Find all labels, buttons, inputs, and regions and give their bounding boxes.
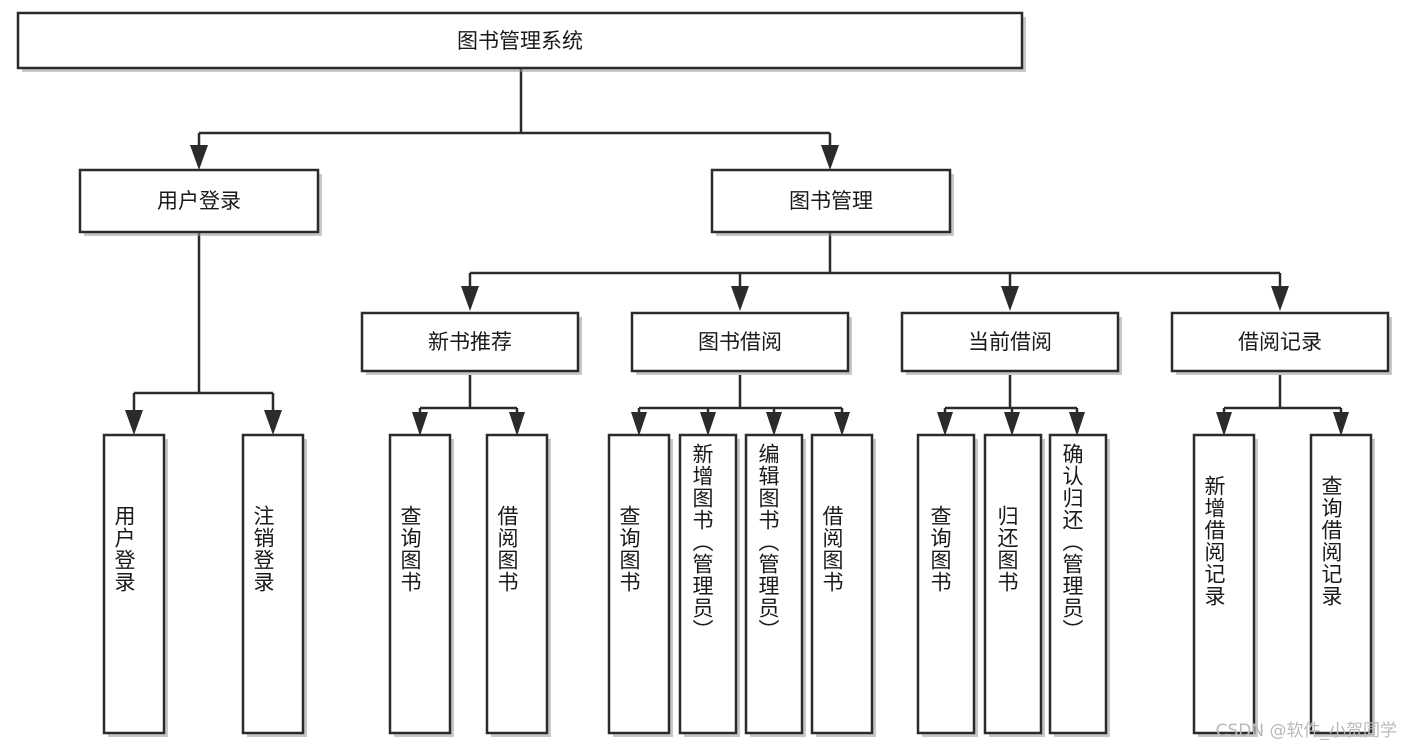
node-box-leaf-edit-book[interactable] [744,433,804,735]
node-box-leaf-query-book-1[interactable] [388,433,452,735]
label-leaf-return-book: 归还图书 [995,505,1020,593]
node-box-new-book-recommend[interactable] [360,311,580,373]
arrow-leaf-logout [264,410,282,435]
label-leaf-query-book-3: 查询图书 [928,505,953,593]
arrow-leaf-confirm-return [1069,412,1085,436]
label-leaf-add-book: 新增图书（管理员） [690,443,715,641]
arrow-leaf-borrow-book-2 [834,412,850,436]
node-box-leaf-query-book-2[interactable] [607,433,671,735]
label-book-manage: 图书管理 [789,189,873,213]
label-leaf-query-book-2: 查询图书 [617,505,642,593]
label-borrow-record: 借阅记录 [1238,330,1322,354]
label-leaf-logout: 注销登录 [251,505,276,593]
arrow-heads [125,145,1349,436]
label-root: 图书管理系统 [457,29,583,53]
arrow-book-manage [821,145,839,170]
arrow-leaf-edit-book [766,412,782,436]
label-leaf-confirm-return: 确认归还（管理员） [1060,443,1085,641]
node-box-leaf-return-book[interactable] [983,433,1043,735]
arrow-leaf-query-book-3 [937,412,953,436]
node-box-user-login[interactable] [78,168,320,234]
node-box-leaf-query-book-3[interactable] [916,433,976,735]
node-box-current-borrow[interactable] [900,311,1120,373]
label-leaf-user-login: 用户登录 [112,505,137,593]
arrow-book-borrow [731,286,749,311]
label-leaf-query-book-1: 查询图书 [398,505,423,593]
node-box-book-borrow[interactable] [630,311,850,373]
node-boxes [16,11,1392,737]
arrow-leaf-query-book-2 [631,412,647,436]
label-new-book-recommend: 新书推荐 [428,330,512,354]
arrow-current-borrow [1001,286,1019,311]
node-box-leaf-borrow-book-2[interactable] [810,433,874,735]
node-box-leaf-borrow-book-1[interactable] [485,433,549,735]
watermark-text: CSDN @软件_小贺同学 [1215,721,1397,741]
node-box-leaf-query-record[interactable] [1309,433,1373,735]
arrow-leaf-add-record [1216,412,1232,436]
arrow-leaf-return-book [1004,412,1020,436]
node-box-borrow-record[interactable] [1170,311,1390,373]
label-user-login: 用户登录 [157,189,241,213]
node-box-root[interactable] [16,11,1024,70]
node-labels-horizontal: 图书管理系统 用户登录 图书管理 新书推荐 图书借阅 当前借阅 借阅记录 [157,29,1322,354]
arrow-leaf-borrow-book-1 [509,412,525,436]
node-box-leaf-add-record[interactable] [1192,433,1256,735]
label-leaf-query-record: 查询借阅记录 [1319,475,1344,607]
label-current-borrow: 当前借阅 [968,330,1052,354]
arrow-borrow-record [1271,286,1289,311]
label-leaf-edit-book: 编辑图书（管理员） [756,443,781,641]
arrow-leaf-add-book [700,412,716,436]
arrow-leaf-query-record [1333,412,1349,436]
node-box-leaf-add-book[interactable] [678,433,738,735]
label-book-borrow: 图书借阅 [698,330,782,354]
node-box-leaf-logout[interactable] [241,433,305,735]
node-box-leaf-user-login[interactable] [102,433,166,735]
node-box-book-manage[interactable] [710,168,952,234]
node-box-leaf-confirm-return[interactable] [1048,433,1108,735]
label-leaf-add-record: 新增借阅记录 [1202,475,1227,607]
label-leaf-borrow-book-2: 借阅图书 [820,505,845,593]
arrow-new-book [461,286,479,311]
arrow-leaf-query-book-1 [412,412,428,436]
arrow-leaf-user-login [125,410,143,435]
arrow-user-login [190,145,208,170]
label-leaf-borrow-book-1: 借阅图书 [495,505,520,593]
